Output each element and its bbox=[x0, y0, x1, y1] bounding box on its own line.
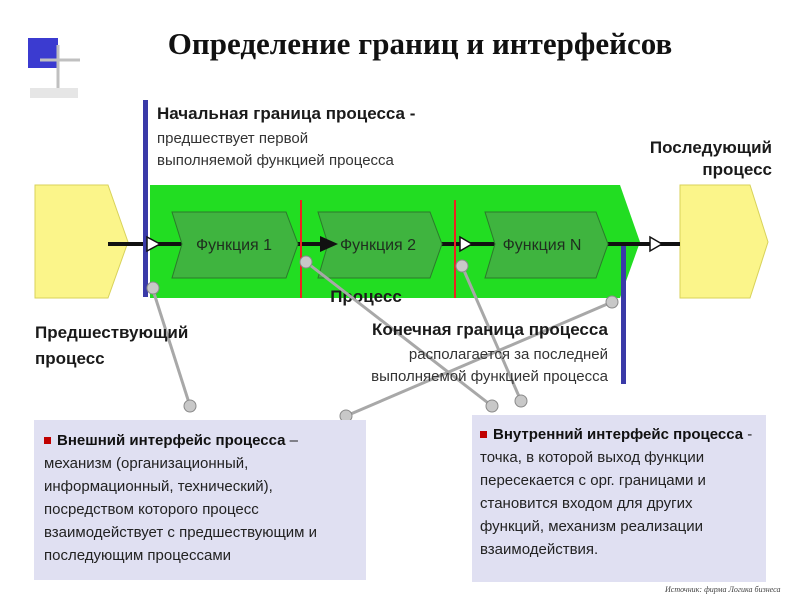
start-boundary-desc-line1: предшествует первой bbox=[157, 130, 309, 147]
start-boundary-line bbox=[143, 100, 148, 297]
interface-arrow-end bbox=[649, 235, 664, 253]
previous-process-label: Предшествующий процесс bbox=[35, 320, 235, 372]
end-boundary-line bbox=[621, 246, 626, 384]
bullet-icon bbox=[480, 430, 487, 438]
internal-interface-body: точка, в которой выход функции пересекае… bbox=[480, 449, 706, 558]
end-boundary-title: Конечная граница процесса bbox=[371, 320, 608, 339]
interface-arrow-f2 bbox=[459, 235, 474, 253]
next-process-shape bbox=[679, 184, 769, 299]
start-boundary-description: предшествует первой выполняемой функцией… bbox=[157, 128, 457, 172]
next-process-label: Последующий процесс bbox=[600, 137, 772, 181]
connector-dots bbox=[146, 255, 619, 423]
connector-dot bbox=[485, 399, 499, 413]
start-boundary-title: Начальная граница процесса - bbox=[157, 104, 416, 123]
decor-square-blue bbox=[28, 38, 58, 68]
function-2-label: Функция 2 bbox=[340, 237, 416, 254]
previous-process-line1: Предшествующий bbox=[35, 323, 189, 342]
function-1-label: Функция 1 bbox=[196, 237, 272, 254]
connector-dot bbox=[514, 394, 528, 408]
connector-dot bbox=[146, 281, 160, 295]
decor-rect-gray bbox=[30, 88, 78, 98]
previous-process-line2: процесс bbox=[35, 349, 105, 368]
connector-dot bbox=[183, 399, 197, 413]
external-interface-body: механизм (организационный, информационны… bbox=[44, 455, 318, 564]
end-boundary-desc-line1: располагается за последней bbox=[408, 346, 608, 363]
process-label: Процесс bbox=[330, 287, 402, 306]
function-1-box bbox=[171, 211, 299, 279]
next-process-line2: процесс bbox=[702, 160, 772, 179]
external-interface-box: Внешний интерфейс процесса – механизм (о… bbox=[34, 420, 366, 580]
internal-interface-title: Внутренний интерфейс процесса bbox=[493, 426, 744, 443]
interface-arrow-f1 bbox=[320, 236, 338, 252]
connector-int-2 bbox=[460, 265, 523, 402]
internal-interface-dash: - bbox=[743, 426, 753, 443]
end-boundary-description: располагается за последней выполняемой ф… bbox=[330, 344, 608, 388]
source-note: Источник: фирма Логика бизнеса bbox=[665, 585, 781, 594]
internal-interface-box: Внутренний интерфейс процесса - точка, в… bbox=[472, 415, 766, 582]
external-interface-title: Внешний интерфейс процесса bbox=[57, 432, 286, 449]
internal-interface-text: Внутренний интерфейс процесса - точка, в… bbox=[480, 423, 760, 561]
start-boundary-desc-line2: выполняемой функцией процесса bbox=[157, 152, 394, 169]
connector-ext-end bbox=[345, 300, 613, 418]
connector-dot bbox=[605, 295, 619, 309]
previous-process-shape bbox=[34, 184, 129, 299]
connector-dot bbox=[455, 259, 469, 273]
function-n-label: Функция N bbox=[503, 237, 582, 254]
title-decoration bbox=[28, 38, 80, 98]
end-boundary-desc-line2: выполняемой функцией процесса bbox=[371, 368, 608, 385]
connector-ext-start bbox=[151, 289, 192, 407]
connectors bbox=[151, 260, 613, 418]
page-title: Определение границ и интерфейсов bbox=[167, 26, 673, 61]
connector-int-1 bbox=[305, 260, 493, 408]
external-interface-dash: – bbox=[285, 432, 299, 449]
external-interface-text: Внешний интерфейс процесса – механизм (о… bbox=[44, 429, 358, 567]
connector-dot bbox=[299, 255, 313, 269]
function-n-box bbox=[484, 211, 609, 279]
next-process-line1: Последующий bbox=[649, 138, 772, 157]
bullet-icon bbox=[44, 436, 51, 444]
interface-arrow-start bbox=[146, 235, 162, 253]
interface-markers bbox=[146, 235, 664, 253]
